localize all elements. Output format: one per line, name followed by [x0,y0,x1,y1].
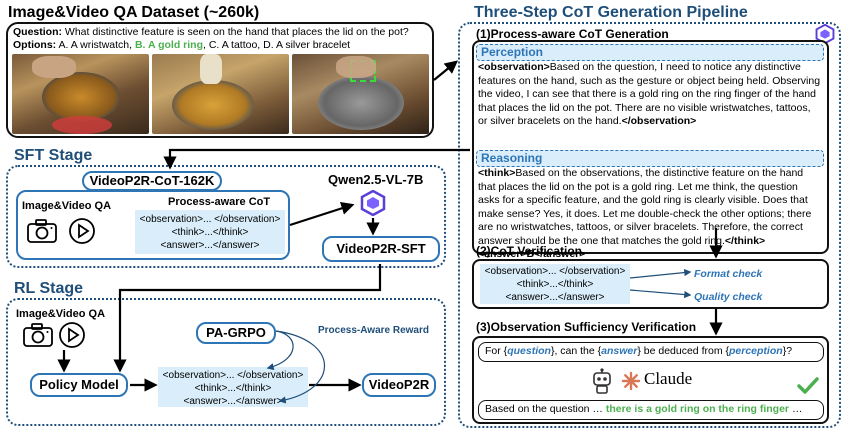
arrow-pipeline-to-sft [163,148,470,170]
question-line: Question: What distinctive feature is se… [13,26,409,38]
perception-tag: Perception [476,44,824,61]
rl-policy-model: Policy Model [30,373,128,397]
step3-title: (3)Observation Sufficiency Verification [476,320,697,334]
arrow-reward-to-answer [275,330,326,404]
option-b-correct: B. A gold ring [134,39,204,51]
perception-text: Based on the question, I need to notice … [478,61,821,127]
rl-cot-line-answer: <answer>...</answer> [183,396,283,407]
answer-highlight: there is a gold ring on the ring finger [605,403,790,415]
video-frame-3 [292,54,429,134]
reasoning-text: Based on the observations, the distincti… [478,167,812,247]
q-mid2: } be deduced from { [637,345,729,357]
arrow-to-format-check [629,268,692,279]
rl-reward-label: Process-Aware Reward [318,325,429,336]
sft-base-model: Qwen2.5-VL-7B [328,172,424,187]
answer-line: <answer>B</answer> [478,248,586,260]
option-a: A. A wristwatch, [58,39,133,51]
claude-label: Claude [644,369,693,388]
question-text: What distinctive feature is seen on the … [64,26,409,38]
perception-content: <observation>Based on the question, I ne… [478,61,822,129]
pipeline-panel [458,22,841,428]
step3-answer-box [478,400,824,420]
arrow-to-quality-check [629,289,692,299]
answer-prefix: Based on the question … [485,403,603,415]
rl-camera-icon [23,323,53,347]
reasoning-tag: Reasoning [476,150,824,167]
arrow-reward-to-observation [266,330,294,371]
options-label: Options: [13,39,57,51]
rl-title: RL Stage [14,280,84,297]
question-label: Question: [13,26,62,38]
sft-camera-icon [27,219,57,243]
step2-line-answer: <answer>...</answer> [505,292,605,303]
options-line: Options: A. A wristwatch, B. A gold ring… [13,39,350,51]
rl-play-icon [59,322,85,348]
sft-panel [6,165,446,268]
q-var-perception: perception [729,345,783,357]
arrow-sft-data-to-qwen [289,201,355,227]
answer-suffix: … [791,403,803,415]
reasoning-close-tag: </think> [724,234,766,247]
quality-check-label: Quality check [694,291,763,303]
q-var-answer: answer [601,345,638,357]
sft-cot-box: <observation>... </observation> <think>.… [135,210,285,254]
sft-title: SFT Stage [14,147,93,164]
video-frame-1 [12,54,149,134]
sft-cot-line-answer: <answer>...</answer> [160,240,260,251]
rl-input-label: Image&Video QA [16,308,106,320]
step3-question: For {question}, can the {answer} be dedu… [485,345,792,357]
robot-icon [593,368,611,394]
step2-line-observation: <observation>... </observation> [484,266,626,277]
qwen-logo-icon [360,190,386,216]
rl-cot-line-think: <think>...</think> [194,383,272,394]
step1-box [472,40,829,254]
pipeline-title: Three-Step CoT Generation Pipeline [474,4,748,21]
rl-cot-line-observation: <observation>... </observation> [162,370,304,381]
video-frame-2 [152,54,289,134]
q-prefix: For { [485,345,508,357]
rl-output-model: VideoP2R [362,373,436,397]
claude-logo-icon [621,371,641,391]
q-suffix: }? [782,345,793,357]
q-mid1: }, can the { [550,345,602,357]
perception-open-tag: <observation> [478,61,550,73]
step2-title: (2)CoT Verification [476,244,583,258]
sft-cot-line-observation: <observation>... </observation> [139,214,281,225]
reasoning-open-tag: <think> [478,167,516,179]
step3-question-box [478,342,824,362]
step3-answer: Based on the question … there is a gold … [485,403,802,415]
checkmark-icon [797,377,819,394]
option-rest: , C. A tattoo, D. A silver bracelet [203,39,351,51]
sft-cot-label: Process-aware CoT [168,196,271,208]
step2-cot-box: <observation>... </observation> <think>.… [480,264,630,304]
sft-play-icon [69,218,95,244]
format-check-label: Format check [694,268,763,280]
sft-output-model: VideoP2R-SFT [322,236,440,262]
arrow-sft-model-to-policy [113,264,382,373]
step2-line-think: <think>...</think> [516,279,594,290]
step1-title: (1)Process-aware CoT Generation [476,27,669,41]
rl-algorithm: PA-GRPO [196,322,276,344]
q-var-question: question [507,345,551,357]
sft-cot-line-think: <think>...</think> [171,227,249,238]
rl-panel [6,298,446,426]
reasoning-content: <think>Based on the observations, the di… [478,167,822,262]
arrow-dataset-to-pipeline [433,60,459,81]
perception-close-tag: </observation> [621,115,697,127]
dataset-title: Image&Video QA Dataset (~260k) [8,4,260,21]
sft-input-label: Image&Video QA [22,200,112,212]
